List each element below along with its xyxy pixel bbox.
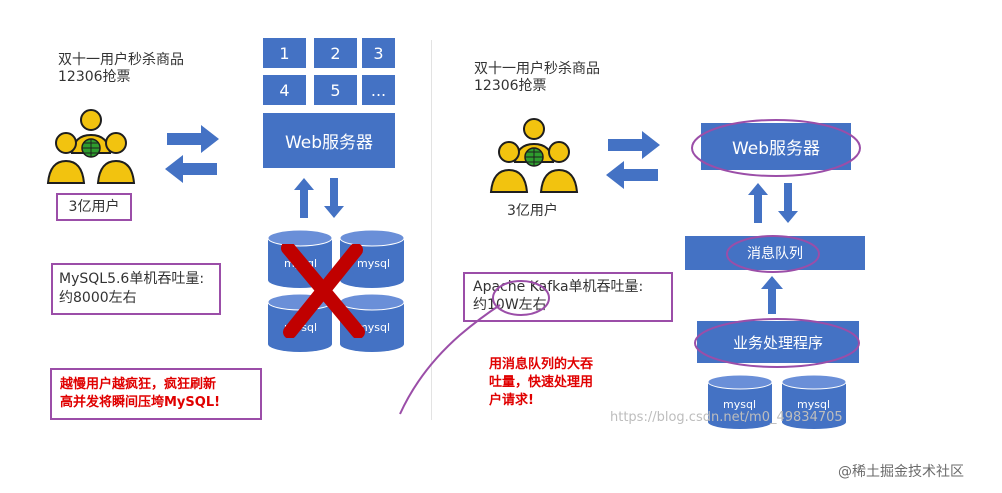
up-down-arrows-icon: [748, 183, 798, 223]
left-warning-line1: 越慢用户越疯狂，疯狂刷新: [60, 377, 217, 392]
right-web-server: Web服务器: [701, 123, 851, 170]
message-queue: 消息队列: [685, 236, 865, 270]
server-cell-4: 4: [263, 75, 306, 105]
right-db-cluster: [708, 375, 847, 429]
db-label: mysql: [357, 257, 390, 270]
up-arrow-icon: [761, 276, 783, 314]
server-cell-2: 2: [314, 38, 357, 68]
right-note-line1: Apache Kafka单机吞吐量:: [473, 279, 644, 295]
left-warning-line2: 高并发将瞬间压垮MySQL!: [60, 395, 221, 410]
server-cell-5: 5: [314, 75, 357, 105]
right-warning-line1: 用消息队列的大吞: [489, 357, 594, 372]
center-divider: [431, 40, 432, 420]
highlight-web-server: [691, 119, 861, 177]
server-cell-more: ...: [362, 75, 395, 105]
right-users-label: 3亿用户: [507, 203, 558, 219]
left-title-line1: 双十一用户秒杀商品: [58, 52, 184, 68]
db-cylinder: [339, 230, 405, 288]
globe-icon: [524, 147, 544, 167]
highlight-message-queue: [726, 235, 820, 273]
db-cylinder: [708, 375, 773, 429]
left-users-label-box: 3亿用户: [56, 193, 132, 221]
right-note-line2: 约10W左右: [473, 297, 547, 313]
db-label: mysql: [357, 321, 390, 334]
left-note-line2: 约8000左右: [59, 290, 137, 306]
users-group-icon: [489, 118, 579, 193]
annotation-arc: [399, 304, 501, 415]
footer-credit: @稀土掘金技术社区: [838, 464, 964, 480]
left-title-line2: 12306抢票: [58, 69, 131, 85]
users-group-icon: [46, 109, 136, 184]
right-title-line2: 12306抢票: [474, 78, 547, 94]
db-label: mysql: [723, 398, 756, 411]
right-throughput-note: Apache Kafka单机吞吐量: 约10W左右: [463, 272, 673, 322]
left-throughput-note: MySQL5.6单机吞吐量: 约8000左右: [51, 263, 221, 315]
left-web-server: Web服务器: [263, 113, 395, 168]
left-note-line1: MySQL5.6单机吞吐量:: [59, 271, 205, 287]
right-warning-line3: 户请求!: [489, 393, 534, 408]
left-users-label: 3亿用户: [68, 198, 120, 215]
globe-icon: [81, 138, 101, 158]
highlight-throughput: [492, 280, 550, 316]
highlight-business-processor: [694, 318, 860, 368]
left-warning-box: 越慢用户越疯狂，疯狂刷新 高并发将瞬间压垮MySQL!: [50, 368, 262, 420]
cross-icon: [281, 244, 365, 338]
watermark: https://blog.csdn.net/m0_49834705: [610, 410, 843, 425]
right-warning-line2: 吐量，快速处理用: [489, 375, 594, 390]
server-cell-3: 3: [362, 38, 395, 68]
db-label: mysql: [797, 398, 830, 411]
db-cylinder: [781, 375, 847, 429]
bidirectional-arrows-icon: [606, 131, 660, 189]
business-processor: 业务处理程序: [697, 321, 859, 363]
bidirectional-arrows-icon: [165, 125, 219, 183]
right-title-line1: 双十一用户秒杀商品: [474, 61, 600, 77]
up-down-arrows-icon: [294, 178, 344, 218]
server-cell-1: 1: [263, 38, 306, 68]
